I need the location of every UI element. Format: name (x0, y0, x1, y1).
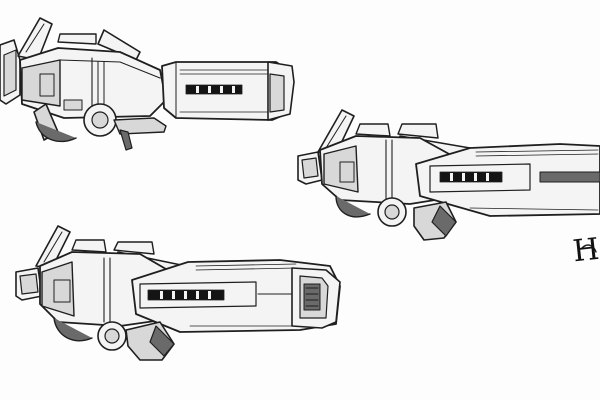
weapon-view-right (297, 109, 600, 241)
pen-squiggle (581, 244, 597, 253)
weapon-view-bottom (15, 225, 341, 361)
handwritten-caption: H (571, 231, 600, 270)
weapon-view-top (0, 17, 295, 151)
